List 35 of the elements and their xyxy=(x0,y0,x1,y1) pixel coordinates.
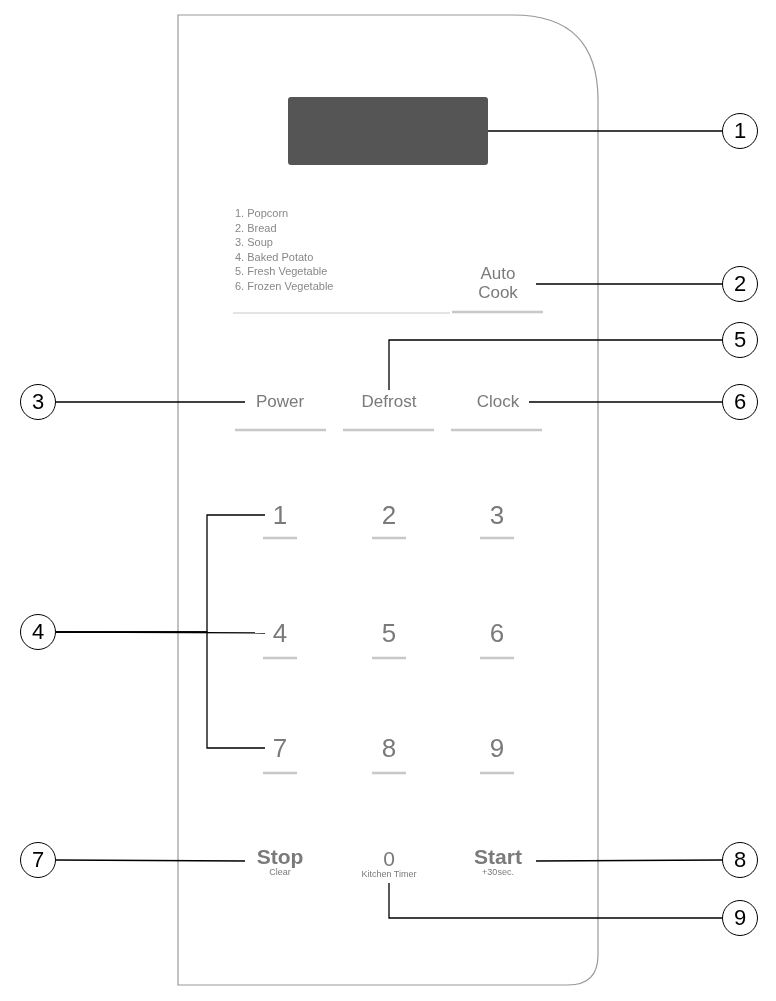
number-key: 8 xyxy=(374,731,404,765)
leader-line xyxy=(55,631,266,749)
number-key: 2 xyxy=(374,498,404,532)
leader-line xyxy=(388,882,723,919)
leader-line xyxy=(487,130,723,132)
number-key: 9 xyxy=(482,731,512,765)
menu-list-item: 5. Fresh Vegetable xyxy=(235,265,328,277)
menu-list-item: 4. Baked Potato xyxy=(235,250,314,263)
menu-list-item: 1. Popcorn xyxy=(235,207,289,219)
leader-line xyxy=(528,401,723,403)
number-key: 1 xyxy=(265,498,295,532)
number-key: 6 xyxy=(482,616,512,650)
leader-line xyxy=(55,401,246,403)
key-sublabel: Kitchen Timer xyxy=(361,869,417,880)
leader-line xyxy=(55,859,246,862)
number-key: 5 xyxy=(374,616,404,650)
leader-line xyxy=(535,283,723,285)
key-label: Power xyxy=(245,390,315,414)
key-sublabel: +30sec. xyxy=(482,867,514,878)
menu-list-item: 3. Soup xyxy=(235,236,273,248)
menu-list-item: 6. Frozen Vegetable xyxy=(235,279,334,292)
leader-line xyxy=(388,339,723,391)
key-label: Auto Cook xyxy=(460,262,536,306)
key-label: Start xyxy=(474,844,522,868)
menu-list-item: 2. Bread xyxy=(235,221,277,234)
number-key: 3 xyxy=(482,498,512,532)
key-sublabel: Clear xyxy=(269,867,291,878)
key-label: Clock xyxy=(467,390,529,414)
leader-line xyxy=(535,859,723,862)
key-label: Defrost xyxy=(350,390,428,414)
display-screen xyxy=(288,97,488,165)
key-label: 0 xyxy=(383,846,395,870)
number-key: 4 xyxy=(265,616,295,650)
number-key: 7 xyxy=(265,731,295,765)
key-label: Stop xyxy=(256,844,304,868)
